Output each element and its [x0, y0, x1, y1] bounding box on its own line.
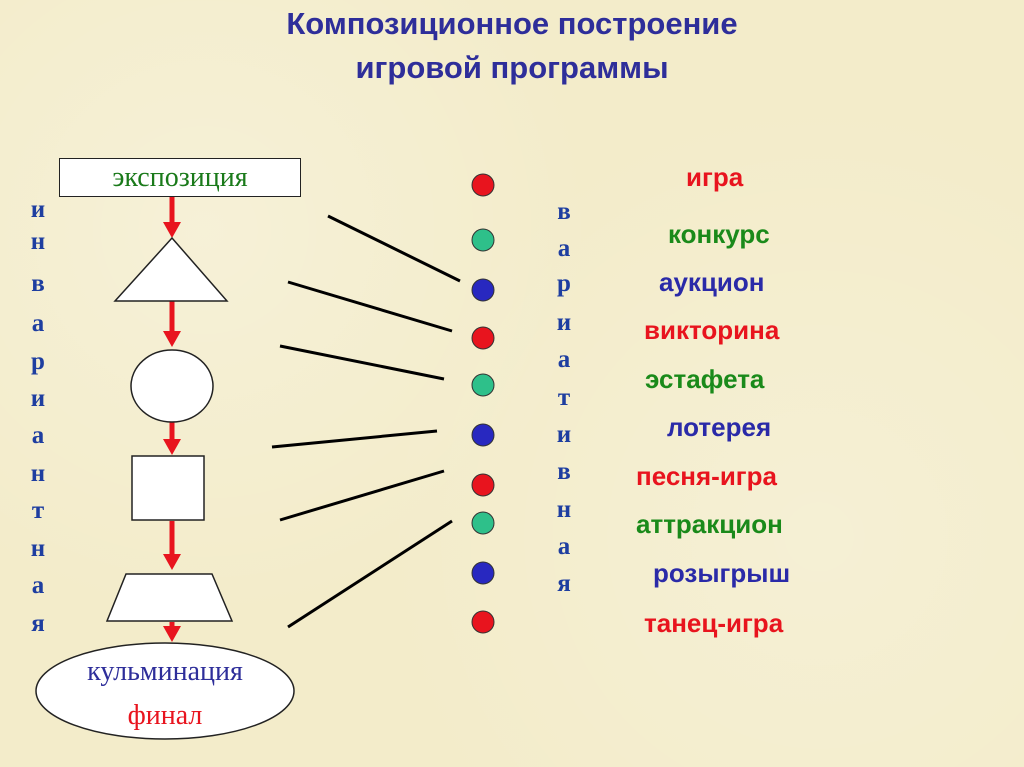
arrow-1	[163, 196, 181, 238]
left-vertical-letter: р	[31, 348, 45, 375]
game-form-label: эстафета	[645, 364, 765, 394]
exposition-box: экспозиция	[59, 158, 301, 197]
middle-vertical-letter: в	[557, 458, 571, 485]
left-vertical-letter: т	[31, 497, 45, 524]
game-form-label: аукцион	[659, 267, 765, 297]
final-label: финал	[127, 700, 203, 731]
blue-dot	[471, 561, 495, 585]
game-form-label: песня-игра	[636, 461, 777, 491]
game-form-label: розыгрыш	[653, 558, 791, 588]
triangle-shape	[113, 236, 229, 302]
green-dot	[471, 228, 495, 252]
game-form-label: конкурс	[668, 219, 770, 249]
game-form-label: лотерея	[667, 412, 772, 442]
dots-column	[471, 173, 495, 634]
connector-line	[271, 429, 438, 449]
middle-vertical-letter: р	[557, 270, 571, 297]
connector-line	[287, 280, 453, 333]
arrow-2	[163, 300, 181, 347]
left-vertical-letter: н	[30, 460, 46, 487]
green-dot	[471, 511, 495, 535]
middle-vertical-letter: т	[557, 384, 571, 411]
circle-shape	[130, 349, 214, 423]
left-vertical-letter: н	[30, 228, 46, 255]
left-vertical-letter: а	[31, 310, 45, 337]
trapezoid-shape	[105, 573, 234, 622]
square-shape	[131, 455, 205, 521]
middle-vertical-letter: а	[557, 346, 571, 373]
middle-vertical-letter: а	[557, 533, 571, 560]
blue-dot	[471, 278, 495, 302]
middle-vertical-letter: а	[557, 235, 571, 262]
left-vertical-letter: я	[31, 610, 45, 637]
left-vertical-letter: и	[30, 385, 46, 412]
game-form-label: игра	[686, 162, 744, 192]
connector-line	[287, 519, 453, 629]
left-vertical-letter: а	[31, 572, 45, 599]
middle-vertical-letter: и	[556, 309, 572, 336]
middle-vertical-letter: в	[557, 198, 571, 225]
red-dot	[471, 326, 495, 350]
connector-line	[279, 344, 445, 381]
left-vertical-letter: в	[31, 270, 45, 297]
climax-ellipse	[35, 642, 295, 740]
left-vertical-letter: н	[30, 535, 46, 562]
blue-dot	[471, 423, 495, 447]
game-form-label: танец-игра	[644, 608, 784, 638]
red-dot	[471, 610, 495, 634]
page-title-line1: Композиционное построение	[286, 6, 738, 41]
red-dot	[471, 173, 495, 197]
green-dot	[471, 373, 495, 397]
middle-vertical-letter: и	[556, 421, 572, 448]
left-vertical-letter: а	[31, 422, 45, 449]
connector-line	[279, 469, 445, 522]
red-dot	[471, 473, 495, 497]
arrow-3	[163, 421, 181, 455]
arrow-4	[163, 521, 181, 570]
game-form-label: аттракцион	[636, 509, 783, 539]
climax-label: кульминация	[87, 656, 243, 687]
middle-vertical-letter: н	[556, 496, 572, 523]
arrow-5	[163, 622, 181, 642]
page-title-line2: игровой программы	[355, 50, 669, 85]
left-vertical-letter: и	[30, 196, 46, 223]
connector-line	[327, 214, 461, 283]
game-form-label: викторина	[644, 315, 780, 345]
middle-vertical-letter: я	[557, 570, 571, 597]
